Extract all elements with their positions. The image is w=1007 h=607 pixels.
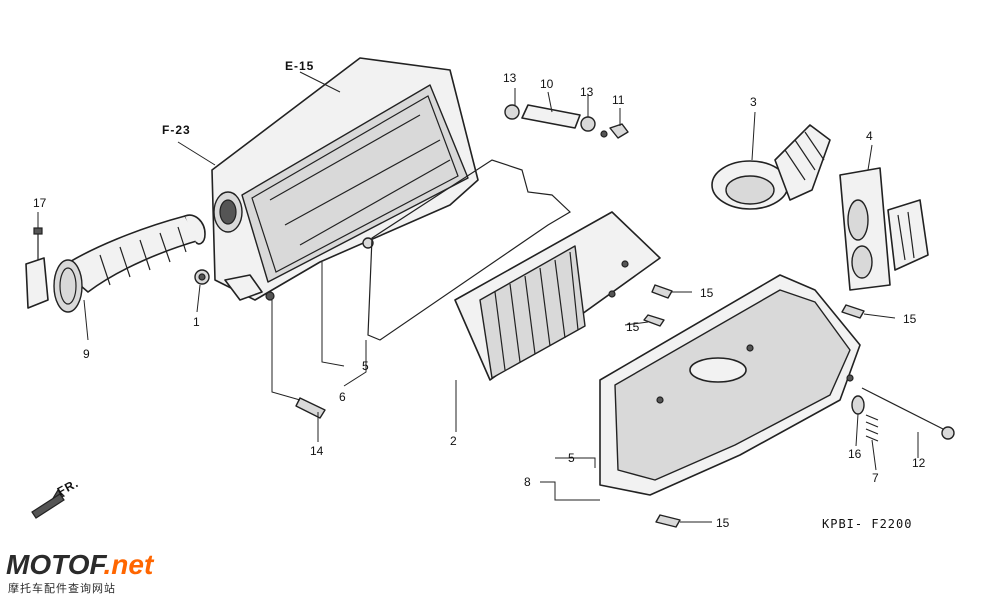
label-part-15b: 15 xyxy=(626,320,640,334)
label-part-17: 17 xyxy=(33,196,47,210)
reference-f23: F-23 xyxy=(162,123,191,137)
connecting-duct-part xyxy=(839,167,929,291)
intake-tube-part xyxy=(53,214,206,313)
label-part-10: 10 xyxy=(540,77,554,91)
label-part-13b: 13 xyxy=(580,85,594,99)
air-cleaner-cover-part xyxy=(599,274,861,496)
label-part-16: 16 xyxy=(848,447,862,461)
label-part-2: 2 xyxy=(450,434,457,448)
label-part-7: 7 xyxy=(872,471,879,485)
label-part-1: 1 xyxy=(193,315,200,329)
label-part-5b: 5 xyxy=(568,451,575,465)
label-part-15c: 15 xyxy=(903,312,917,326)
label-part-9: 9 xyxy=(83,347,90,361)
label-part-15a: 15 xyxy=(700,286,714,300)
label-part-11: 11 xyxy=(612,93,625,107)
label-part-13a: 13 xyxy=(503,71,517,85)
intake-duct-part xyxy=(711,124,831,210)
screw-and-clamp-part xyxy=(25,227,49,309)
leader-lines xyxy=(37,88,919,523)
label-part-15d: 15 xyxy=(716,516,730,530)
label-part-4: 4 xyxy=(866,129,873,143)
bolts-15 xyxy=(643,284,865,528)
watermark-suffix: .net xyxy=(103,549,154,580)
label-part-12: 12 xyxy=(912,456,926,470)
air-filter-element-part xyxy=(454,211,661,381)
svg-text:MOTOF.net: MOTOF.net xyxy=(6,549,155,580)
watermark-subtitle: 摩托车配件查询网站 xyxy=(8,581,116,595)
label-part-8: 8 xyxy=(524,475,531,489)
bolt-14 xyxy=(295,397,326,419)
label-part-6: 6 xyxy=(339,390,346,404)
label-part-5a: 5 xyxy=(362,359,369,373)
watermark-brand: MOTOF xyxy=(6,549,107,580)
diagram-code: KPBI- F2200 xyxy=(822,517,912,531)
label-part-14: 14 xyxy=(310,444,324,458)
front-direction-label: FR. xyxy=(55,476,81,499)
long-bolt-cap-spring xyxy=(851,387,955,442)
reference-e15: E-15 xyxy=(285,59,314,73)
case-seal-part xyxy=(367,159,571,341)
label-part-3: 3 xyxy=(750,95,757,109)
grommet-part xyxy=(194,269,210,285)
clamp-tube-nut-parts xyxy=(504,104,629,139)
air-cleaner-case-rear xyxy=(211,57,479,301)
motof-watermark: MOTOF.net 摩托车配件查询网站 xyxy=(6,549,155,595)
